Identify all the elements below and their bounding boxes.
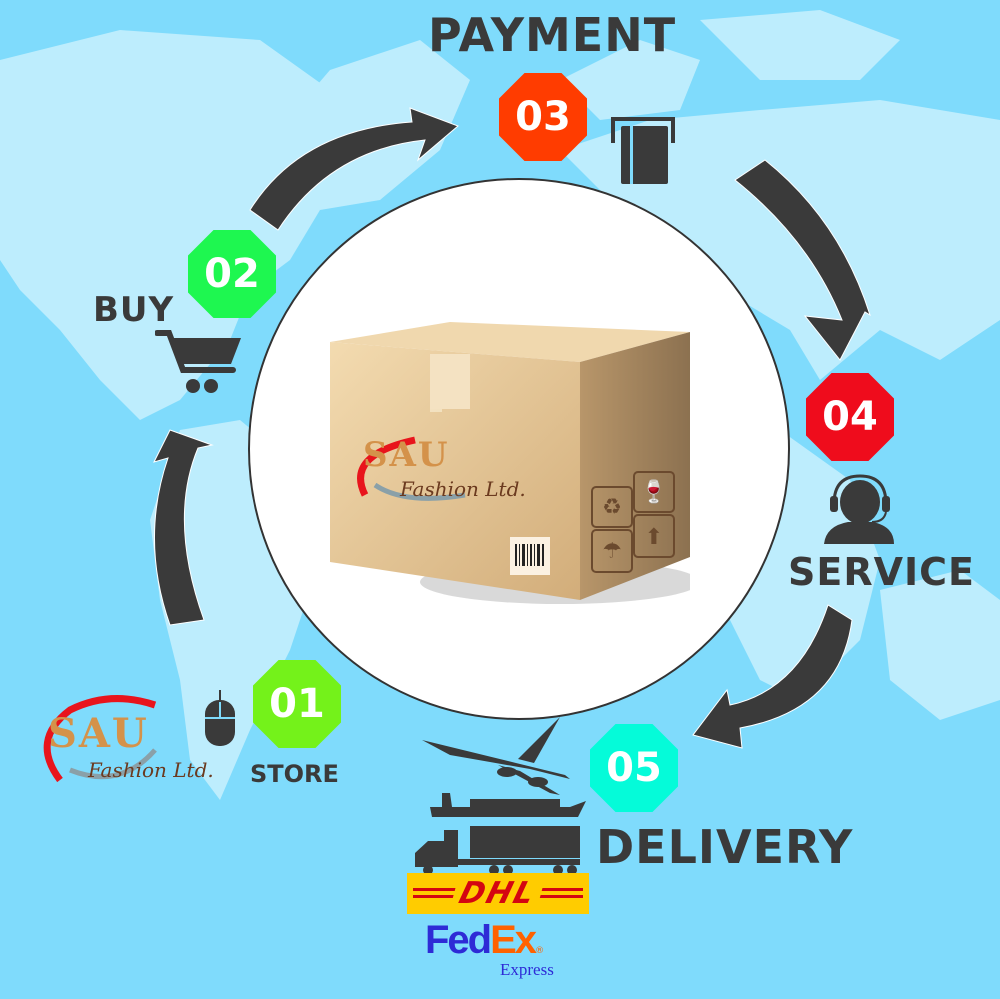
step-02-badge: 02 <box>188 230 276 318</box>
fragile-glass-icon <box>633 471 675 513</box>
box-brand-name: SAU <box>363 435 450 475</box>
step-01-label: STORE <box>250 760 339 788</box>
step-04-badge: 04 <box>806 373 894 461</box>
airplane-icon <box>422 717 570 795</box>
svg-text:🍷: 🍷 <box>640 479 667 505</box>
step-05-badge: 05 <box>590 724 678 812</box>
this-side-up-icon <box>633 514 675 558</box>
keep-dry-umbrella-icon <box>591 529 633 573</box>
step-03-badge: 03 <box>499 73 587 161</box>
fedex-express: Express <box>500 960 554 979</box>
arrow-payment-to-service <box>734 159 871 361</box>
svg-text:⬆: ⬆ <box>645 525 663 550</box>
box-brand-subtitle: Fashion Ltd. <box>400 477 526 501</box>
fedex-fed: Fed <box>425 918 492 962</box>
step-05-label: DELIVERY <box>596 820 854 874</box>
truck-icon <box>415 826 580 875</box>
store-brand-logo: SAU Fashion Ltd. <box>30 690 230 800</box>
fedex-registered: ® <box>535 946 545 956</box>
arrow-service-to-delivery <box>692 604 853 749</box>
svg-text:☂: ☂ <box>602 539 622 564</box>
step-03-label: PAYMENT <box>428 8 677 62</box>
arrow-buy-to-payment <box>249 107 459 231</box>
ship-icon <box>430 793 586 817</box>
recycle-icon <box>591 486 633 528</box>
step-02-label: BUY <box>93 290 175 330</box>
shipping-box: ♻ 🍷 ☂ ⬆ <box>330 322 700 622</box>
arrow-store-to-buy <box>153 429 214 626</box>
shopping-cart-icon <box>154 328 245 398</box>
headset-agent-icon <box>822 472 897 544</box>
step-01-badge: 01 <box>253 660 341 748</box>
mouse-icon <box>204 690 236 746</box>
store-brand-name: SAU <box>48 710 149 757</box>
svg-text:♻: ♻ <box>602 495 622 520</box>
transport-icons <box>410 715 600 875</box>
dhl-wordmark: DHL <box>449 876 547 911</box>
box-brand-logo: SAU Fashion Ltd. <box>345 425 535 525</box>
fedex-ex: Ex <box>490 918 537 962</box>
dhl-logo: DHL <box>407 873 589 914</box>
step-04-label: SERVICE <box>788 550 975 594</box>
card-slot-icon <box>608 115 678 185</box>
store-brand-subtitle: Fashion Ltd. <box>88 758 214 782</box>
fedex-logo: FedEx® Express <box>425 918 575 988</box>
